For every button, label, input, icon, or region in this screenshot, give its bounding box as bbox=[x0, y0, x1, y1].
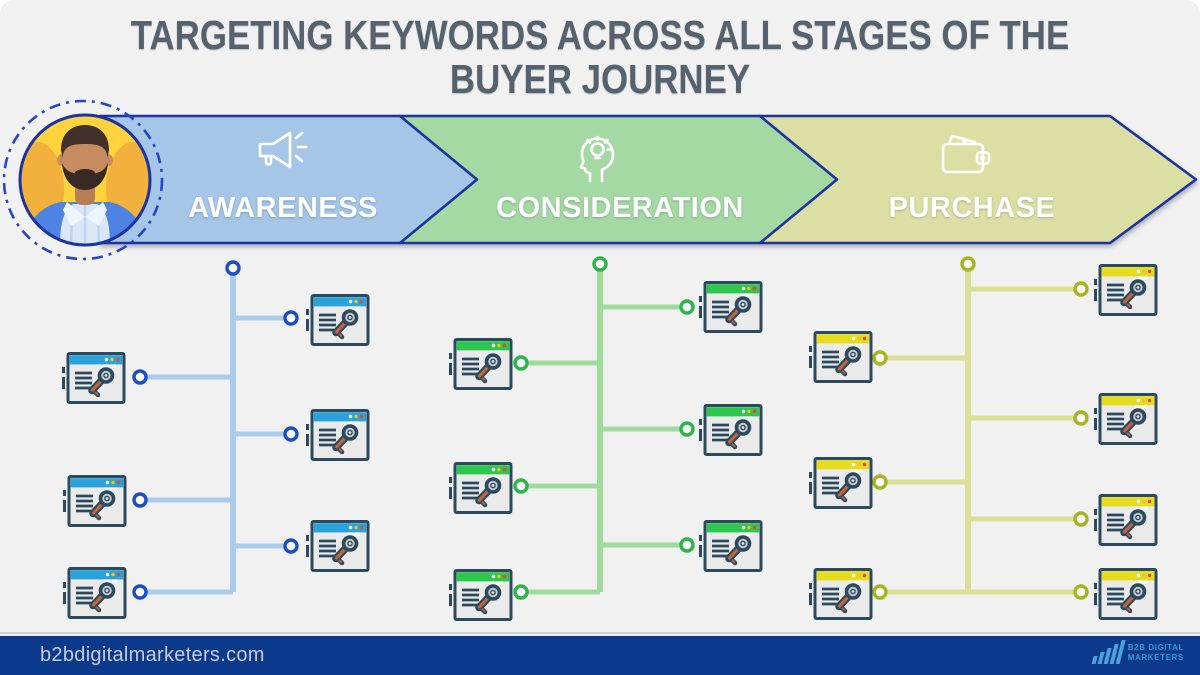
keyword-page-icon bbox=[811, 459, 872, 508]
tree-node bbox=[679, 421, 695, 437]
tree-node bbox=[592, 256, 608, 272]
tree-node bbox=[513, 478, 529, 494]
tree-node bbox=[132, 584, 148, 600]
keyword-page-icon bbox=[1096, 266, 1157, 315]
tree-node bbox=[513, 355, 529, 371]
keyword-page-icon bbox=[1096, 570, 1157, 619]
awareness-label: AWARENESS bbox=[188, 192, 378, 224]
page-title: TARGETING KEYWORDS ACROSS ALL STAGES OF … bbox=[130, 12, 1070, 103]
tree-node bbox=[679, 299, 695, 315]
keyword-page-icon bbox=[308, 522, 369, 571]
keyword-page-icon bbox=[811, 333, 872, 382]
logo-line1: B2B DIGITAL bbox=[1127, 643, 1184, 652]
b2b-digital-marketers-logo: B2B DIGITAL MARKETERS bbox=[1091, 640, 1184, 669]
tree-node bbox=[1073, 511, 1089, 527]
keyword-page-icon bbox=[811, 570, 872, 619]
tree-node bbox=[513, 584, 529, 600]
keyword-page-icon bbox=[451, 464, 512, 513]
keyword-page-icon bbox=[701, 283, 762, 332]
tree-node bbox=[283, 310, 299, 326]
keyword-page-icon bbox=[308, 411, 369, 460]
wallet-icon bbox=[941, 134, 991, 174]
tree-node bbox=[1073, 281, 1089, 297]
keyword-page-icon bbox=[65, 569, 126, 618]
keyword-page-icon bbox=[308, 296, 369, 345]
keyword-page-icon bbox=[451, 571, 512, 620]
tree-node bbox=[872, 584, 888, 600]
tree-node bbox=[132, 369, 148, 385]
tree-node bbox=[283, 426, 299, 442]
website-link[interactable]: b2bdigitalmarketers.com bbox=[40, 644, 265, 666]
purchase-keyword-tree bbox=[811, 256, 1157, 619]
keyword-page-icon bbox=[451, 340, 512, 389]
logo-text: B2B DIGITAL MARKETERS bbox=[1128, 643, 1184, 669]
keyword-page-icon bbox=[1096, 395, 1157, 444]
bar-chart-icon bbox=[1090, 640, 1126, 669]
keyword-page-icon bbox=[1096, 496, 1157, 545]
tree-node bbox=[1073, 410, 1089, 426]
tree-node bbox=[283, 538, 299, 554]
keyword-page-icon bbox=[64, 354, 125, 403]
keyword-page-icon bbox=[65, 477, 126, 526]
keyword-page-icon bbox=[701, 406, 762, 455]
logo-line2: MARKETERS bbox=[1127, 653, 1184, 662]
tree-node bbox=[1073, 584, 1089, 600]
head-lightbulb-icon bbox=[579, 135, 615, 183]
tree-node bbox=[679, 537, 695, 553]
footer-bar: b2bdigitalmarketers.com B2B DIGITAL MARK… bbox=[0, 636, 1200, 675]
keyword-page-icon bbox=[701, 522, 762, 571]
footer-divider bbox=[0, 632, 1200, 634]
awareness-keyword-tree bbox=[64, 260, 369, 618]
purchase-label: PURCHASE bbox=[888, 192, 1056, 224]
tree-node bbox=[960, 256, 976, 272]
tree-node bbox=[225, 260, 241, 276]
tree-node bbox=[872, 474, 888, 490]
tree-node bbox=[872, 350, 888, 366]
tree-node bbox=[132, 492, 148, 508]
buyer-avatar bbox=[2, 99, 164, 261]
megaphone-icon bbox=[258, 131, 308, 169]
consideration-label: CONSIDERATION bbox=[496, 192, 744, 224]
consideration-keyword-tree bbox=[451, 256, 762, 620]
